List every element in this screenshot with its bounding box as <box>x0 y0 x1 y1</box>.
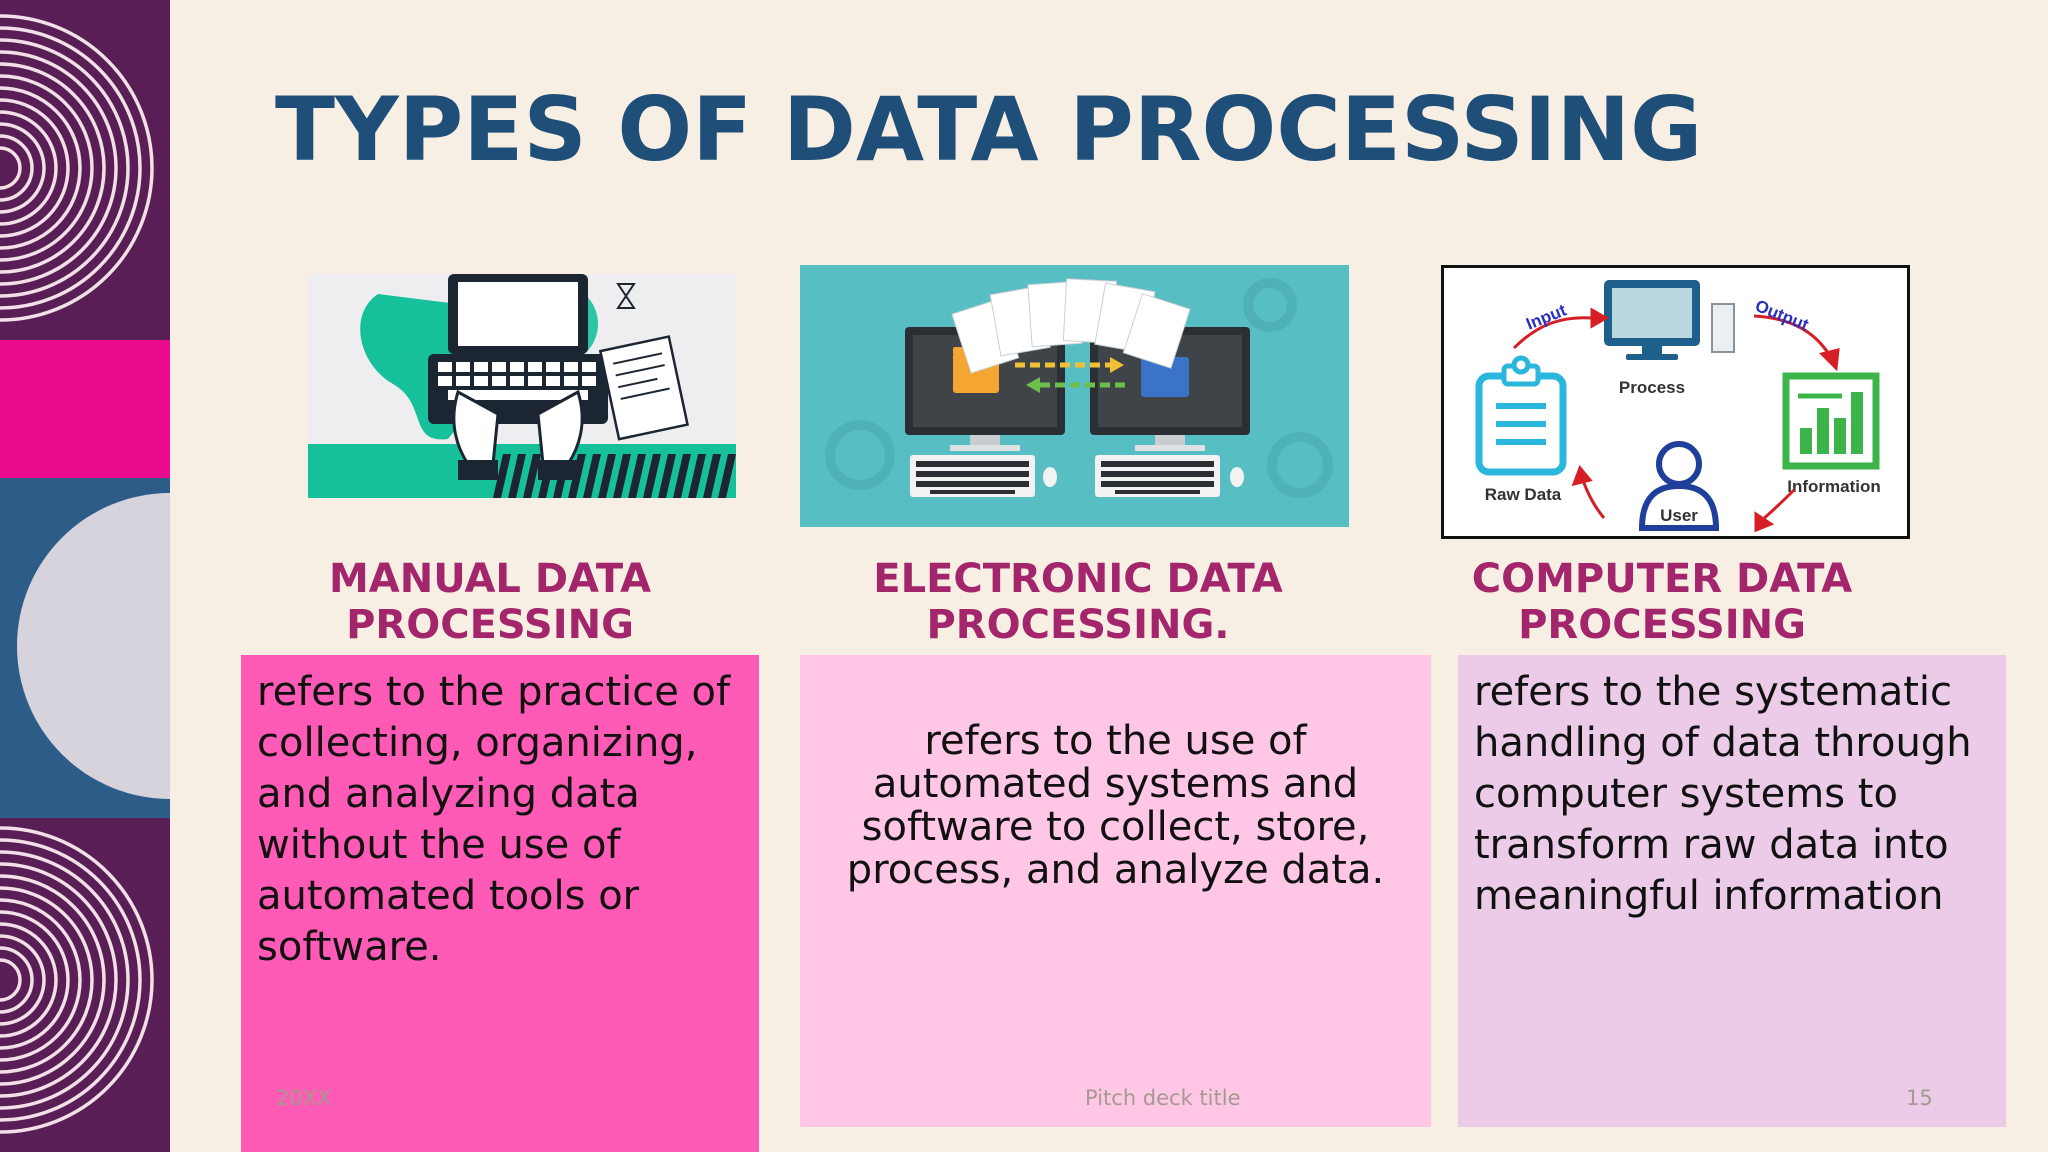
footer-date: 20XX <box>276 1086 332 1110</box>
heading-electronic: ELECTRONIC DATA PROCESSING. <box>873 556 1283 648</box>
card-manual: refers to the practice of collecting, or… <box>241 655 759 1152</box>
decorative-side-band <box>0 0 170 1152</box>
clipboard-icon <box>1475 355 1567 476</box>
data-processing-cycle-diagram: Process Raw Data Information <box>1441 265 1910 539</box>
process-label: Process <box>1619 378 1685 397</box>
card-electronic: refers to the use of automated systems a… <box>800 655 1431 1127</box>
heading-manual: MANUAL DATA PROCESSING <box>328 556 652 648</box>
heading-computer: COMPUTER DATA PROCESSING <box>1471 556 1853 648</box>
footer-page-number: 15 <box>1906 1086 1933 1110</box>
information-label: Information <box>1787 477 1881 496</box>
chart-board-icon <box>1782 372 1880 470</box>
card-computer: refers to the systematic handling of dat… <box>1458 655 2006 1127</box>
user-icon <box>1638 441 1720 531</box>
concentric-circles-bottom <box>0 826 154 1134</box>
slide-title: TYPES OF DATA PROCESSING <box>275 78 1703 181</box>
card-computer-text: refers to the systematic handling of dat… <box>1474 669 1972 919</box>
card-manual-text: refers to the practice of collecting, or… <box>257 669 731 970</box>
laptop-typing-illustration <box>308 274 736 498</box>
user-label: User <box>1660 506 1698 525</box>
card-electronic-text: refers to the use of automated systems a… <box>846 718 1385 893</box>
footer-deck-title: Pitch deck title <box>1085 1086 1241 1110</box>
raw-data-label: Raw Data <box>1485 485 1562 504</box>
computers-file-transfer-illustration <box>800 265 1349 527</box>
concentric-circles-top <box>0 14 154 322</box>
